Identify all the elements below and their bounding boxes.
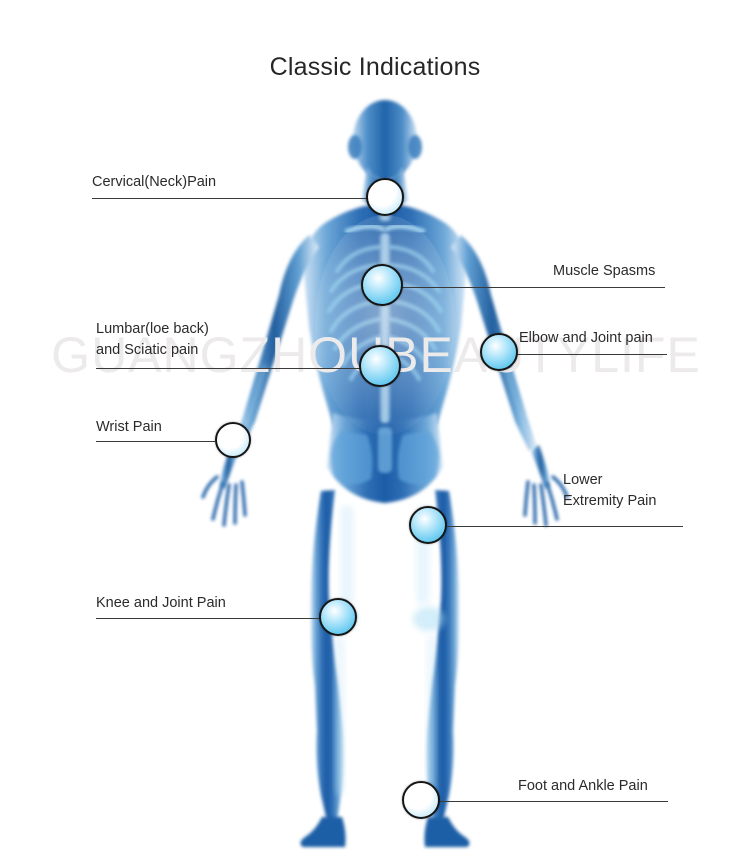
leader-line-elbow-joint-pain	[517, 354, 667, 355]
callout-label-elbow-joint-pain: Elbow and Joint pain	[519, 330, 653, 346]
page-title: Classic Indications	[269, 53, 481, 81]
marker-lumbar-sciatic-pain[interactable]	[359, 345, 401, 387]
callout-label-lower-extremity-pain: Lower Extremity Pain	[563, 470, 723, 512]
marker-muscle-spasms[interactable]	[361, 264, 403, 306]
callout-label-foot-ankle-pain: Foot and Ankle Pain	[518, 778, 648, 794]
leader-line-lumbar-sciatic-pain	[96, 368, 361, 369]
callout-label-lumbar-sciatic-pain-line2: and Sciatic pain	[96, 342, 199, 358]
leader-line-knee-joint-pain	[96, 618, 320, 619]
leader-line-foot-ankle-pain	[440, 801, 668, 802]
marker-foot-ankle-pain[interactable]	[402, 781, 440, 819]
callout-label-lower-extremity-pain-line1: Lower	[563, 472, 603, 488]
callout-label-muscle-spasms: Muscle Spasms	[553, 263, 656, 279]
callout-label-knee-joint-pain: Knee and Joint Pain	[96, 595, 226, 611]
callout-label-wrist-pain: Wrist Pain	[96, 419, 162, 435]
callout-label-lower-extremity-pain-line2: Extremity Pain	[563, 493, 657, 509]
leader-line-lower-extremity-pain	[447, 526, 683, 527]
leader-line-cervical-neck-pain	[92, 198, 367, 199]
marker-cervical-neck-pain[interactable]	[366, 178, 404, 216]
marker-wrist-pain[interactable]	[215, 422, 251, 458]
callout-label-lumbar-sciatic-pain-line1: Lumbar(loe back)	[96, 321, 209, 337]
marker-knee-joint-pain[interactable]	[319, 598, 357, 636]
callout-label-cervical-neck-pain: Cervical(Neck)Pain	[92, 174, 217, 190]
marker-elbow-joint-pain[interactable]	[480, 333, 518, 371]
callout-label-lumbar-sciatic-pain: Lumbar(loe back) and Sciatic pain	[96, 319, 296, 361]
marker-lower-extremity-pain[interactable]	[409, 506, 447, 544]
leader-line-muscle-spasms	[402, 287, 665, 288]
leader-line-wrist-pain	[96, 441, 215, 442]
